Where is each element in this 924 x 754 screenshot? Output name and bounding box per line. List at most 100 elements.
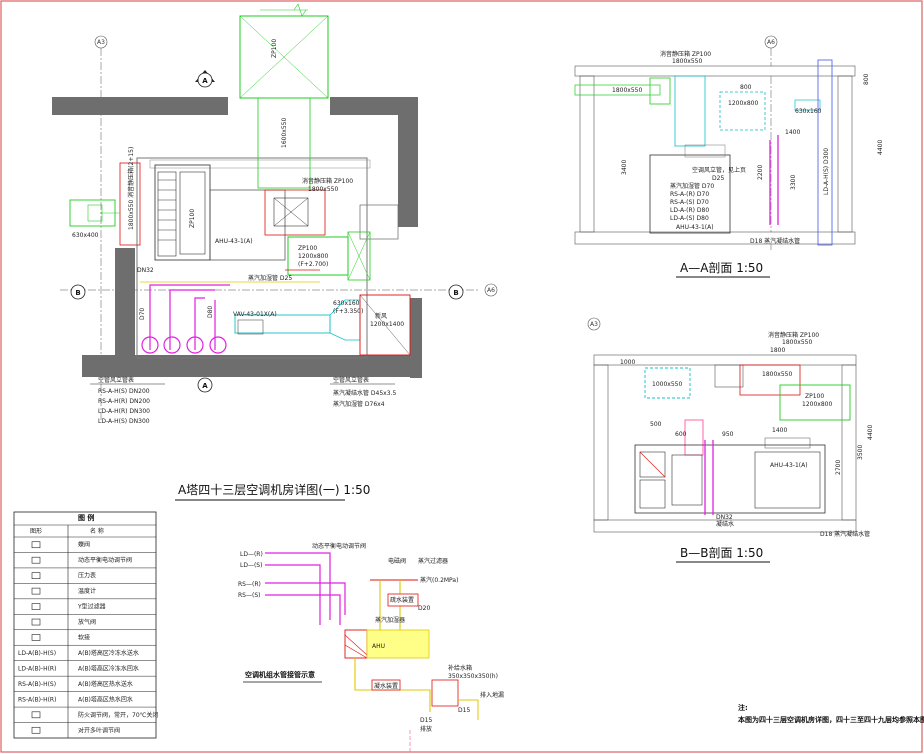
legend-symbol-icon — [31, 603, 41, 610]
grid-bubble-a3 — [94, 35, 108, 49]
plan-ahu-zp100: ZP100 — [189, 209, 196, 228]
plan-steam-row: 蒸汽加湿管 D76x4 — [333, 400, 385, 408]
notes-head: 注: — [738, 703, 748, 712]
plan-steam-row: 蒸汽凝结水管 D45x3.5 — [333, 389, 396, 397]
sb-dim-600: 600 — [675, 431, 687, 438]
sa-zp-size: 1800x550 — [672, 58, 702, 65]
plan-zp100-top: ZP100 — [271, 39, 278, 58]
grid-label-a6: A6 — [487, 287, 495, 294]
sb-dim-1000: 1000 — [620, 359, 635, 366]
dg-steam: 蒸汽(0.2MPa) — [420, 576, 458, 584]
legend-symbol-icon — [31, 556, 41, 564]
dg-valve-label: 动态平衡电动调节阀 — [312, 542, 366, 550]
legend-table: 图 例 图形 名 称 蝶阀动态平衡电动调节阀压力表温度计Y型过滤器放气阀软接LD… — [13, 511, 158, 739]
legend-symbol-icon — [31, 634, 41, 641]
sb-duct-1800: 1800x550 — [762, 371, 792, 378]
sb-dn32: DN32 — [716, 514, 733, 521]
sb-dim-4400: 4400 — [867, 425, 874, 440]
legend-name: A(B)塔高区热水回水 — [78, 695, 133, 703]
legend-symbol-icon — [31, 587, 41, 595]
plan-duct-630x400: 630x400 — [72, 232, 99, 239]
plan-d80: D80 — [207, 306, 214, 318]
legend-symbol-icon — [31, 572, 41, 579]
sb-ahu: AHU-43-1(A) — [770, 462, 808, 469]
sa-label: LD-A-(R) D80 — [670, 207, 709, 214]
legend-symbol-icon — [31, 541, 41, 549]
legend-title: 图 例 — [78, 513, 94, 522]
sb-zp-size: 1200x800 — [802, 401, 832, 408]
sb-zp-label-size: 1800x550 — [782, 339, 812, 346]
sb-dim-2700: 2700 — [835, 460, 842, 475]
sb-d18: D18 蒸汽凝结水管 — [820, 530, 870, 538]
dg-floor-drain: 排入地漏 — [480, 691, 504, 699]
sb-dim-1800: 1800 — [770, 347, 785, 354]
grid-label-a3-section: A3 — [590, 321, 598, 328]
legend-name: 压力表 — [78, 572, 96, 580]
sa-dim-800: 800 — [863, 73, 870, 85]
plan-section-b-right: B — [453, 289, 458, 297]
diagram-title: 空调机组水管接管示意 — [245, 670, 315, 679]
dg-drain-tank: 凝水装置 — [374, 682, 398, 690]
plan-pipe-row: RS-A-H(S) DN200 — [98, 388, 150, 395]
plan-duct-630x160: 630x160 — [333, 300, 360, 307]
dg-solenoid: 电磁阀 — [388, 557, 406, 565]
section-a-title: A—A剖面 1:50 — [680, 261, 763, 275]
sa-dim-1400: 1400 — [785, 129, 800, 136]
plan-zp-size: 1800x550 — [308, 186, 338, 193]
dg-d15-b: D15 — [420, 717, 432, 724]
plan-section-a-top: A — [202, 77, 208, 85]
sa-label: D25 — [712, 175, 724, 182]
legend-name: 软接 — [78, 634, 90, 642]
plan-zp-right-size: 1200x800 — [298, 253, 328, 260]
sa-dim-2200: 2200 — [757, 165, 764, 180]
plan-pipe-row: LD-A-H(R) DN300 — [98, 408, 150, 415]
dg-d20: D20 — [418, 605, 430, 612]
plan-title: A塔四十三层空调机房详图(一) 1:50 — [178, 482, 370, 497]
legend-name: 防火调节阀，常开，70℃关闭 — [78, 711, 158, 719]
plan-duct-630x160-elev: (F+3.350) — [333, 308, 363, 315]
section-b-view: A3 1000x550 1800x550 ZP100 1200x800 消音静压… — [587, 317, 874, 563]
notes-body: 本图为四十三层空调机房详图，四十三至四十九层均参照本图。 — [737, 715, 924, 724]
sb-dim-500: 500 — [650, 421, 662, 428]
plan-section-b-left: B — [75, 289, 80, 297]
sa-duct-630: 630x160 — [795, 108, 822, 115]
sa-duct-1800: 1800x550 — [612, 87, 642, 94]
sb-dim-1400: 1400 — [772, 427, 787, 434]
plan-pipe-row: LD-A-H(S) DN300 — [98, 418, 150, 425]
plan-pipe-table-title: 空管风立管表 — [98, 376, 134, 384]
sb-dim-950: 950 — [722, 431, 734, 438]
sa-dim-3300: 3300 — [790, 175, 797, 190]
notes: 注: 本图为四十三层空调机房详图，四十三至四十九层均参照本图。 — [737, 703, 924, 724]
legend-symbol: LD-A(B)-H(S) — [18, 650, 56, 657]
plan-zp-right-elev: (F+2.700) — [298, 261, 328, 268]
sa-dim-3400: 3400 — [621, 160, 628, 175]
dg-water-box: 补给水箱 — [448, 664, 472, 672]
sa-label: 空调风立管，见上页 — [692, 166, 746, 174]
sa-ahu: AHU-43-1(A) — [676, 224, 714, 231]
dg-humidifier: 蒸汽加湿器 — [375, 616, 405, 624]
sa-duct-1200: 1200x800 — [728, 100, 758, 107]
plan-left-duct-label: 1800x550 消音静压箱(2+15) — [127, 147, 135, 230]
legend-name: 动态平衡电动调节阀 — [78, 556, 132, 564]
plan-steam-table-title: 空管风立管表 — [333, 376, 369, 384]
legend-symbol: RS-A(B)-H(R) — [18, 696, 56, 703]
sb-dim-3500: 3500 — [857, 445, 864, 460]
section-b-title: B—B剖面 1:50 — [680, 546, 763, 560]
plan-zp-label: 消音静压箱 ZP100 — [302, 177, 353, 185]
sa-label: 蒸汽加湿管 D70 — [670, 182, 714, 190]
legend-symbol: RS-A(B)-H(S) — [18, 681, 56, 688]
legend-name: 对开多叶调节阀 — [78, 726, 120, 734]
section-a-view: A6 1800x550 1200x800 630x160 消音静压箱 ZP100… — [574, 35, 884, 278]
dg-ld-s: LD—(S) — [240, 562, 262, 569]
grid-label-a6-section: A6 — [767, 39, 775, 46]
dg-drain-valve: 排放 — [420, 725, 432, 733]
plan-dn32: DN32 — [137, 267, 154, 274]
legend-symbol-icon — [31, 618, 41, 626]
legend-col1: 图形 — [30, 527, 42, 535]
sa-label: RS-A-(R) D70 — [670, 191, 709, 198]
legend-name: 放气阀 — [78, 618, 96, 626]
legend-col2: 名 称 — [90, 527, 104, 535]
sb-drain: 凝结水 — [716, 520, 734, 528]
plan-pipe-row: RS-A-H(R) DN200 — [98, 398, 150, 405]
plan-fresh-size: 1200x1400 — [370, 321, 404, 328]
